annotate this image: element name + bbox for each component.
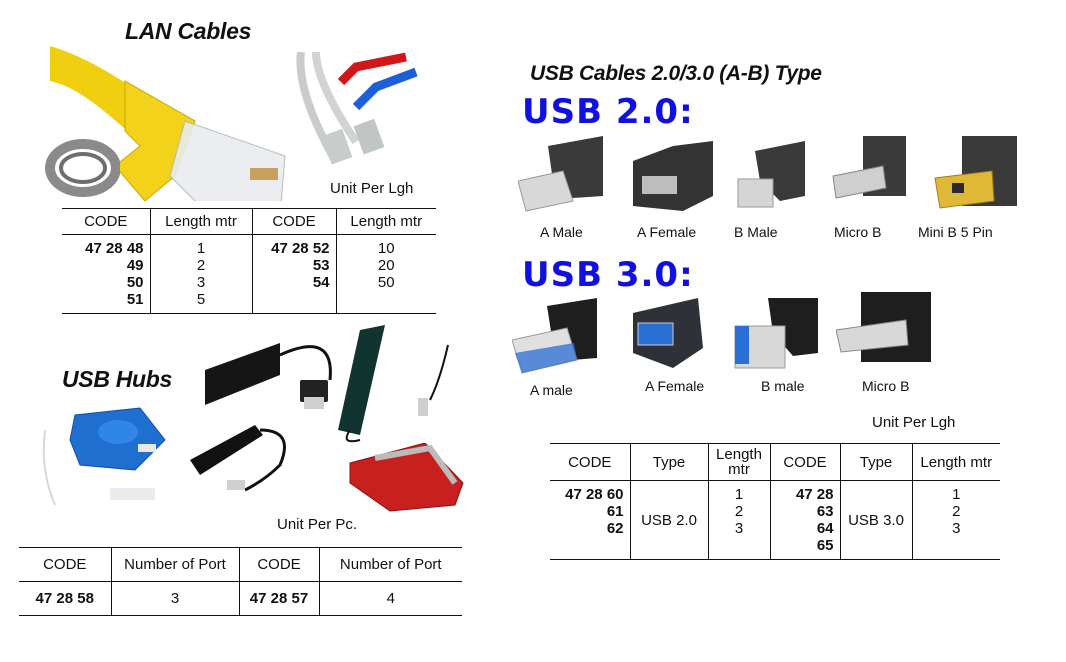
hubs-header-code-2: CODE	[238, 547, 319, 582]
lan-header-code-2: CODE	[251, 208, 336, 235]
table-row: 47 28 48 49 50 51 1 2 3 5 47 28 52 53 54…	[62, 234, 436, 314]
usb3-label-a-male: A male	[530, 382, 573, 398]
usb2-a-male-icon	[518, 136, 603, 212]
hub-code: 47 28 58	[35, 590, 94, 607]
usb2-label-b-male: B Male	[734, 224, 778, 240]
lan-length: 1	[196, 240, 206, 257]
table-row: 47 28 58 3 47 28 57 4	[19, 581, 462, 616]
usb-header-type-2: Type	[839, 443, 912, 481]
usb-code: 47 28 60	[565, 486, 624, 503]
usb-header-length-2: Length mtr	[911, 443, 1000, 481]
usb-header-code-1: CODE	[550, 443, 630, 481]
usb-code: 47 28 63	[795, 486, 834, 520]
hub-red-image	[349, 443, 464, 512]
usb3-heading: USB 3.0:	[522, 255, 694, 295]
usb-cables-title: USB Cables 2.0/3.0 (A-B) Type	[530, 62, 822, 85]
lan-header-length-2: Length mtr	[335, 208, 436, 235]
usb2-label-a-male: A Male	[540, 224, 583, 240]
usb2-a-female-icon	[633, 141, 713, 211]
usb3-label-a-female: A Female	[645, 378, 705, 394]
lan-code: 47 28 52	[271, 240, 330, 257]
usb-length: 1	[952, 486, 961, 503]
lan-code: 54	[312, 274, 330, 291]
usb-header-length-1: Length mtr	[707, 443, 770, 481]
usb-type: USB 3.0	[839, 480, 912, 560]
hubs-unit-label: Unit Per Pc.	[277, 516, 358, 533]
usb3-label-micro-b: Micro B	[862, 378, 910, 394]
hubs-header-ports-1: Number of Port	[110, 547, 239, 582]
usb-code: 65	[816, 537, 834, 554]
usb3-a-female-icon	[633, 298, 703, 368]
lan-length: 2	[196, 257, 206, 274]
hub-ports: 4	[318, 581, 462, 616]
usb-unit-label: Unit Per Lgh	[872, 414, 956, 431]
usb-cables-table: CODE Type Length mtr CODE Type Length mt…	[550, 443, 1000, 560]
lan-code: 51	[126, 291, 144, 308]
usb2-b-male-icon	[737, 141, 805, 208]
usb-length: 2	[734, 503, 744, 520]
usb2-label-mini-b-5pin: Mini B 5 Pin	[918, 224, 993, 240]
usb-code: 64	[816, 520, 834, 537]
lan-code: 47 28 48	[85, 240, 144, 257]
lan-header-length-1: Length mtr	[149, 208, 252, 235]
usb-type: USB 2.0	[629, 480, 708, 560]
usb-length: 3	[734, 520, 744, 537]
lan-header-code-1: CODE	[62, 208, 150, 235]
hub-code: 47 28 57	[238, 581, 319, 616]
lan-cable-yellow-image	[50, 46, 286, 201]
hubs-header-ports-2: Number of Port	[318, 547, 462, 582]
usb-length: 1	[734, 486, 744, 503]
lan-code: 50	[126, 274, 144, 291]
usb-code: 62	[606, 520, 624, 537]
usb2-label-a-female: A Female	[637, 224, 697, 240]
lan-code: 49	[126, 257, 144, 274]
lan-code: 53	[312, 257, 330, 274]
lan-patch-cables-image	[296, 52, 418, 165]
lan-cables-title: LAN Cables	[125, 18, 252, 44]
usb-length: 3	[952, 520, 961, 537]
usb3-micro-b-icon	[836, 292, 931, 362]
usb2-label-micro-b: Micro B	[834, 224, 882, 240]
hubs-header-code-1: CODE	[19, 547, 111, 582]
hub-ports: 3	[110, 581, 239, 616]
usb3-b-male-icon	[734, 298, 818, 369]
lan-length: 10	[377, 240, 395, 257]
usb2-mini-b-icon	[934, 136, 1017, 209]
lan-length: 5	[196, 291, 206, 308]
lan-length: 3	[196, 274, 206, 291]
usb-length: 2	[952, 503, 961, 520]
lan-length: 20	[377, 257, 395, 274]
usb-header-code-2: CODE	[769, 443, 840, 481]
usb3-a-male-icon	[512, 298, 597, 374]
lan-length: 50	[377, 274, 395, 291]
table-row: 47 28 60 61 62 USB 2.0 1 2 3 47 28 63 64…	[550, 480, 1000, 560]
hub-black-4port-image	[205, 343, 332, 409]
usb-header-type-1: Type	[629, 443, 708, 481]
lan-cable-coil-image	[45, 139, 120, 197]
lan-cables-table: CODE Length mtr CODE Length mtr 47 28 48…	[62, 208, 436, 314]
hub-blue-image	[42, 407, 166, 506]
lan-unit-label: Unit Per Lgh	[330, 180, 414, 197]
usb2-micro-b-icon	[832, 136, 906, 199]
usb-hubs-table: CODE Number of Port CODE Number of Port …	[19, 547, 462, 616]
hub-black-slim-image	[190, 425, 286, 492]
usb-hubs-title: USB Hubs	[62, 366, 173, 392]
hub-7port-image	[338, 325, 449, 443]
usb-code: 61	[606, 503, 624, 520]
usb2-heading: USB 2.0:	[522, 92, 694, 132]
usb3-label-b-male: B male	[761, 378, 805, 394]
